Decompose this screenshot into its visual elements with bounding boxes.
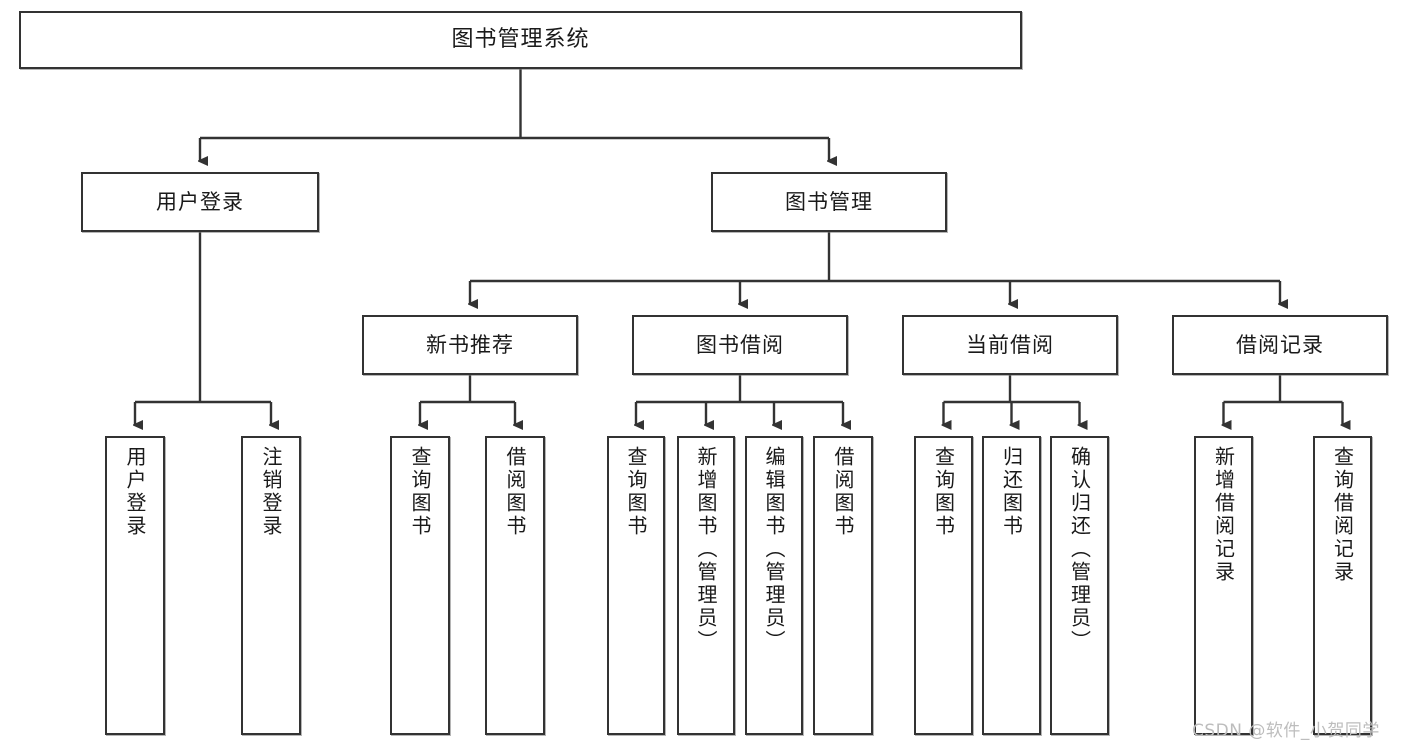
node-book-borrow[interactable]: 图书借阅 <box>632 315 848 375</box>
node-label: 查询图书 <box>408 446 432 538</box>
node-leaf-cur-return[interactable]: 归还图书 <box>982 436 1041 735</box>
node-label: 编辑图书（管理员） <box>762 446 786 653</box>
node-leaf-book-add[interactable]: 新增图书（管理员） <box>677 436 735 735</box>
node-leaf-rec-borrow[interactable]: 借阅图书 <box>485 436 545 735</box>
node-label: 用户登录 <box>156 189 244 214</box>
node-new-book-rec[interactable]: 新书推荐 <box>362 315 578 375</box>
node-label: 新增借阅记录 <box>1211 446 1236 584</box>
node-label: 注销登录 <box>259 446 283 538</box>
node-label: 归还图书 <box>999 446 1024 538</box>
node-label: 图书管理系统 <box>451 27 590 53</box>
node-label: 用户登录 <box>123 446 147 538</box>
node-user-login[interactable]: 用户登录 <box>81 172 319 232</box>
node-leaf-rec-add[interactable]: 新增借阅记录 <box>1194 436 1253 735</box>
node-label: 图书管理 <box>785 189 873 214</box>
node-label: 查询图书 <box>624 446 648 538</box>
node-root[interactable]: 图书管理系统 <box>19 11 1022 69</box>
node-label: 查询借阅记录 <box>1330 446 1355 584</box>
node-label: 图书借阅 <box>696 332 784 357</box>
node-label: 查询图书 <box>931 446 956 538</box>
node-label: 借阅图书 <box>831 446 855 538</box>
node-label: 新增图书（管理员） <box>694 446 718 653</box>
node-leaf-rec-search[interactable]: 查询借阅记录 <box>1313 436 1372 735</box>
node-label: 当前借阅 <box>966 332 1054 357</box>
node-leaf-book-edit[interactable]: 编辑图书（管理员） <box>745 436 803 735</box>
node-label: 新书推荐 <box>426 332 514 357</box>
watermark-text: CSDN @软件_小贺同学 <box>1192 721 1380 741</box>
node-label: 借阅图书 <box>503 446 527 538</box>
node-leaf-rec-query[interactable]: 查询图书 <box>390 436 450 735</box>
node-book-manage[interactable]: 图书管理 <box>711 172 947 232</box>
node-leaf-borrow-query[interactable]: 查询图书 <box>607 436 665 735</box>
node-leaf-user-logout[interactable]: 注销登录 <box>241 436 301 735</box>
node-leaf-cur-confirm[interactable]: 确认归还（管理员） <box>1050 436 1109 735</box>
node-label: 确认归还（管理员） <box>1067 446 1092 653</box>
node-leaf-book-borrow[interactable]: 借阅图书 <box>813 436 873 735</box>
node-borrow-record[interactable]: 借阅记录 <box>1172 315 1388 375</box>
node-leaf-cur-query[interactable]: 查询图书 <box>914 436 973 735</box>
node-label: 借阅记录 <box>1236 332 1324 357</box>
node-leaf-user-login[interactable]: 用户登录 <box>105 436 165 735</box>
node-current-borrow[interactable]: 当前借阅 <box>902 315 1118 375</box>
